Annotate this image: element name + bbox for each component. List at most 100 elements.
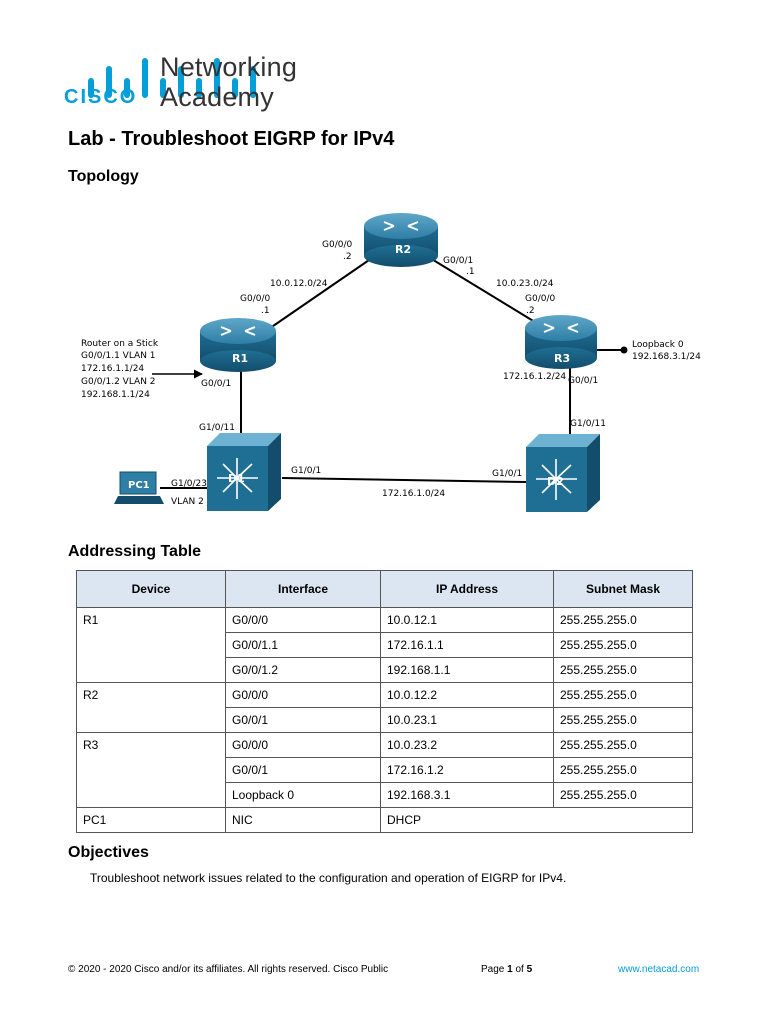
net-d1-d2-label: 172.16.1.0/24: [382, 489, 445, 499]
page-of: of: [512, 964, 527, 975]
th-device: Device: [76, 570, 226, 608]
ros-line-2: G0/0/1.1 VLAN 1: [81, 351, 156, 361]
loopback-ip-label: 192.168.3.1/24: [632, 352, 701, 362]
page-title: Lab - Troubleshoot EIGRP for IPv4: [68, 128, 395, 150]
cisco-brand-text: CISCO: [64, 86, 138, 108]
r2-g000-ip: .2: [343, 252, 352, 262]
cell-interface: G0/0/1.2: [225, 657, 381, 683]
page-total: 5: [526, 964, 533, 975]
footer-copyright: © 2020 - 2020 Cisco and/or its affiliate…: [68, 964, 389, 975]
r2-label: R2: [395, 243, 411, 256]
switch-d1-icon: [207, 433, 281, 511]
router-r1-icon: [200, 318, 276, 372]
ros-line-5: 192.168.1.1/24: [81, 390, 150, 400]
table-row: PC1 NIC DHCP: [76, 807, 693, 833]
d2-label: D2: [547, 475, 564, 488]
topology-diagram: R2 R1 R3 D1: [81, 213, 701, 512]
page-prefix: Page: [481, 964, 508, 975]
cell-interface: G0/0/1: [225, 707, 381, 733]
r2-g001-label: G0/0/1: [443, 256, 473, 266]
objective-text: Troubleshoot network issues related to t…: [90, 871, 567, 885]
cell-mask: 255.255.255.0: [553, 732, 693, 758]
router-r2-icon: [364, 213, 438, 267]
table-row: R1 G0/0/0 10.0.12.1 255.255.255.0: [76, 607, 693, 683]
cell-ip: 172.16.1.1: [380, 632, 554, 658]
cisco-logo-bars-icon: [88, 58, 256, 98]
cell-mask: 255.255.255.0: [553, 782, 693, 808]
cell-ip: 10.0.23.2: [380, 732, 554, 758]
logo-academy-text: Academy: [160, 82, 274, 112]
cell-device: R1: [76, 607, 226, 683]
cell-interface: G0/0/0: [225, 682, 381, 708]
cell-mask: 255.255.255.0: [553, 707, 693, 733]
footer-website-link[interactable]: www.netacad.com: [618, 964, 700, 975]
d1-g101-label: G1/0/1: [291, 466, 321, 476]
r1-g000-ip: .1: [261, 306, 270, 316]
r1-g001-label: G0/0/1: [201, 379, 231, 389]
th-mask: Subnet Mask: [553, 570, 693, 608]
d1-g1023-label: G1/0/23: [171, 479, 207, 489]
th-ip: IP Address: [380, 570, 554, 608]
table-row: G0/0/1 10.0.23.1 255.255.255.0: [77, 707, 693, 733]
pc1-icon: [114, 471, 164, 504]
r2-g001-ip: .1: [466, 267, 475, 277]
table-row: R3 G0/0/0 10.0.23.2 255.255.255.0: [76, 732, 693, 808]
table-row: R2 G0/0/0 10.0.12.2 255.255.255.0: [76, 682, 693, 733]
router-r3-icon: [525, 315, 597, 369]
th-interface: Interface: [225, 570, 381, 608]
net-r1-r2-label: 10.0.12.0/24: [270, 279, 328, 289]
d2-g101-label: G1/0/1: [492, 469, 522, 479]
cell-mask: 255.255.255.0: [553, 757, 693, 783]
section-heading-topology: Topology: [68, 168, 139, 185]
vlan2-label: VLAN 2: [171, 497, 204, 507]
addressing-table: Device Interface IP Address Subnet Mask …: [76, 570, 693, 833]
r1-g000-label: G0/0/0: [240, 294, 270, 304]
cell-mask: 255.255.255.0: [553, 682, 693, 708]
cell-interface: G0/0/1.1: [225, 632, 381, 658]
link-r2-r3: [429, 257, 549, 331]
cell-interface: G0/0/0: [225, 607, 381, 633]
cell-ip: 10.0.12.1: [380, 607, 554, 633]
net-r2-r3-label: 10.0.23.0/24: [496, 279, 554, 289]
cell-ip: DHCP: [380, 807, 693, 833]
d1-label: D1: [228, 472, 245, 485]
cell-mask: 255.255.255.0: [553, 607, 693, 633]
ros-line-1: Router on a Stick: [81, 339, 159, 349]
ros-line-3: 172.16.1.1/24: [81, 364, 144, 374]
section-heading-objectives: Objectives: [68, 844, 149, 861]
link-r1-r2: [259, 257, 373, 336]
cell-device: R3: [76, 732, 226, 808]
ros-line-4: G0/0/1.2 VLAN 2: [81, 377, 156, 387]
r3-g001-label: G0/0/1: [568, 376, 598, 386]
cell-mask: 255.255.255.0: [553, 657, 693, 683]
r3-g000-ip: .2: [526, 306, 535, 316]
cell-device: R2: [76, 682, 226, 733]
loopback-dot-icon: [620, 346, 628, 354]
cell-interface: G0/0/1: [225, 757, 381, 783]
page-current: 1: [507, 964, 513, 975]
r3-g000-label: G0/0/0: [525, 294, 555, 304]
pc1-label: PC1: [128, 480, 150, 491]
r3-label: R3: [554, 352, 570, 365]
link-d1-d2: [281, 477, 527, 483]
loopback-label: Loopback 0: [632, 340, 684, 350]
cell-interface: Loopback 0: [225, 782, 381, 808]
cell-ip: 10.0.23.1: [380, 707, 554, 733]
cell-ip: 172.16.1.2: [380, 757, 554, 783]
d2-g1011-label: G1/0/11: [570, 419, 606, 429]
r3-ip-label: 172.16.1.2/24: [503, 372, 566, 382]
table-row: G0/0/1 172.16.1.2 255.255.255.0: [77, 757, 693, 783]
table-header-row: Device Interface IP Address Subnet Mask: [76, 570, 693, 608]
cell-ip: 192.168.1.1: [380, 657, 554, 683]
logo-networking-text: Networking: [160, 52, 298, 82]
footer-page-number: Page 1 of 5: [481, 964, 532, 975]
cell-device: PC1: [76, 807, 226, 833]
cell-interface: NIC: [225, 807, 381, 833]
r1-label: R1: [232, 352, 248, 365]
cell-ip: 10.0.12.2: [380, 682, 554, 708]
section-heading-addressing: Addressing Table: [68, 543, 202, 560]
d1-g1011-label: G1/0/11: [199, 423, 235, 433]
cell-mask: 255.255.255.0: [553, 632, 693, 658]
cell-interface: G0/0/0: [225, 732, 381, 758]
switch-d2-icon: [526, 434, 600, 512]
